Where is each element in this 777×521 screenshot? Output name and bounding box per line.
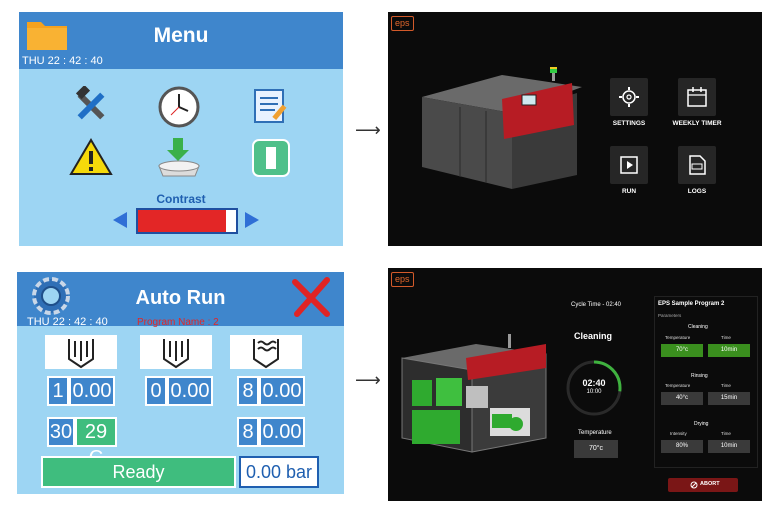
eps-logo: eps xyxy=(391,272,414,287)
drying-stage-icon xyxy=(230,335,302,369)
tools-icon[interactable] xyxy=(71,86,111,126)
drying-count: 8 xyxy=(237,376,259,406)
rinsing-temp-value: 40°c xyxy=(661,392,703,405)
new-auto-run-screen: eps Cycle Time - 02:40 Cleaning 02:40 10… xyxy=(388,268,762,501)
old-menu-header xyxy=(19,12,343,69)
current-step: Cleaning xyxy=(574,331,613,341)
abort-button[interactable]: ABORT xyxy=(668,478,738,492)
rinsing-temp-key: Temperature xyxy=(665,383,691,388)
rinsing-value: 0.00 xyxy=(167,376,213,406)
weekly-timer-tile[interactable] xyxy=(678,78,716,116)
settings-tile[interactable] xyxy=(610,78,648,116)
page-title: Auto Run xyxy=(135,287,226,309)
cycle-time-label: Cycle Time - 02:40 xyxy=(571,302,622,308)
timer-total: 10:00 xyxy=(586,389,602,395)
calendar-icon xyxy=(687,87,707,107)
old-menu-screen: Menu THU 22 : 42 : 40 Contrast xyxy=(19,12,343,246)
drying-time-key: Time xyxy=(721,431,731,436)
drying-time-value: 10min xyxy=(708,440,750,453)
contrast-label: Contrast xyxy=(156,192,206,206)
warning-icon[interactable] xyxy=(69,137,113,177)
machine-image xyxy=(422,67,582,189)
drying-heading: Drying xyxy=(694,421,709,427)
drying-count-2: 8 xyxy=(237,417,259,447)
program-title: EPS Sample Program 2 xyxy=(658,301,725,307)
logs-tile[interactable] xyxy=(678,146,716,184)
close-icon[interactable] xyxy=(289,274,333,318)
drying-intensity-key: Intensity xyxy=(670,431,687,436)
parameters-panel xyxy=(654,296,758,468)
parameters-label: Parameters xyxy=(658,313,682,318)
abort-label: ABORT xyxy=(700,481,720,487)
weekly-timer-label: WEEKLY TIMER xyxy=(672,120,722,127)
run-label: RUN xyxy=(621,188,637,195)
page-title: Menu xyxy=(153,24,209,47)
play-icon xyxy=(620,156,638,174)
cancel-circle-icon xyxy=(690,481,698,489)
gear-icon xyxy=(619,87,639,107)
folder-icon[interactable] xyxy=(25,16,69,52)
program-name: Program Name : 2 xyxy=(137,317,219,328)
log-file-icon xyxy=(689,155,706,175)
transition-arrow: ⟶ xyxy=(355,120,381,140)
machine-cutaway-image xyxy=(401,334,547,453)
drying-intensity-value: 80% xyxy=(661,440,703,453)
temperature-label: Temperature xyxy=(578,430,612,436)
stop-icon[interactable] xyxy=(252,139,290,177)
rinsing-count: 0 xyxy=(145,376,167,406)
run-tile[interactable] xyxy=(610,146,648,184)
transition-arrow: ⟶ xyxy=(355,370,381,390)
new-menu-screen: eps SETTINGS WEEKLY TIMER xyxy=(388,12,762,246)
temperature-actual: 29 C xyxy=(75,417,117,469)
gear-icon[interactable] xyxy=(31,276,71,316)
contrast-slider[interactable] xyxy=(136,208,238,234)
timer-main: 02:40 xyxy=(582,378,606,388)
rinsing-stage-icon xyxy=(140,335,212,369)
cleaning-count: 1 xyxy=(47,376,69,406)
cleaning-temp-key: Temperature xyxy=(665,335,691,340)
status-indicator: Ready xyxy=(41,456,236,488)
cleaning-temp-value: 70°c xyxy=(661,344,703,357)
clock-readout: THU 22 : 42 : 40 xyxy=(27,316,108,328)
cycle-timer-ring xyxy=(566,360,622,416)
download-drive-icon[interactable] xyxy=(155,136,203,180)
rinsing-time-key: Time xyxy=(721,383,731,388)
drying-value: 0.00 xyxy=(259,376,305,406)
drying-value-2: 0.00 xyxy=(259,417,305,447)
cleaning-value: 0.00 xyxy=(69,376,115,406)
clock-readout: THU 22 : 42 : 40 xyxy=(22,55,103,67)
rinsing-time-value: 15min xyxy=(708,392,750,405)
settings-label: SETTINGS xyxy=(612,120,646,127)
cleaning-heading: Cleaning xyxy=(688,324,708,330)
contrast-increase-icon[interactable] xyxy=(243,210,261,230)
contrast-fill xyxy=(138,210,227,232)
eps-logo: eps xyxy=(391,16,414,31)
temperature-value: 70°c xyxy=(574,440,618,458)
old-auto-run-header xyxy=(17,272,344,326)
clock-icon[interactable] xyxy=(157,85,201,129)
cleaning-time-key: Time xyxy=(721,335,731,340)
old-auto-run-screen: Auto Run THU 22 : 42 : 40 Program Name :… xyxy=(17,272,344,494)
pressure-readout: 0.00 bar xyxy=(239,456,319,488)
cleaning-stage-icon xyxy=(45,335,117,369)
notepad-icon[interactable] xyxy=(251,86,291,126)
logs-label: LOGS xyxy=(687,188,707,195)
contrast-decrease-icon[interactable] xyxy=(111,210,129,230)
cleaning-time-value: 10min xyxy=(708,344,750,357)
temperature-setpoint: 30 xyxy=(47,417,75,447)
rinsing-heading: Rinsing xyxy=(691,373,708,379)
